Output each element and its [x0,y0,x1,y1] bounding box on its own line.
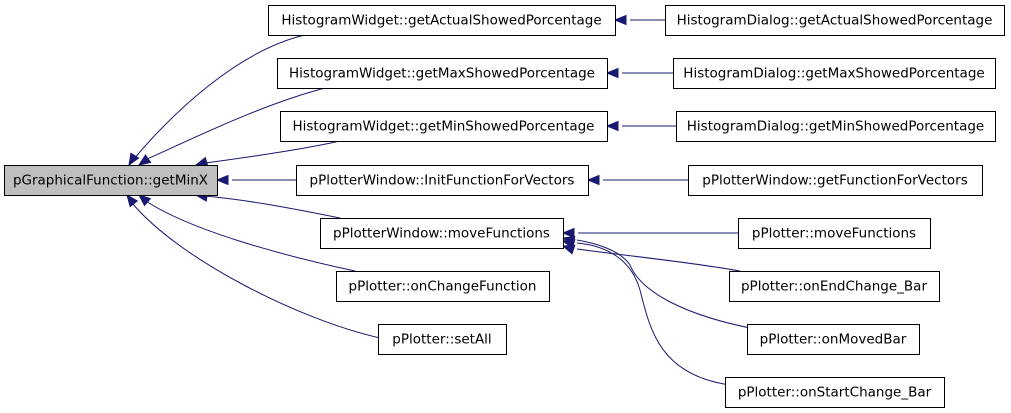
graph-node[interactable]: HistogramDialog::getMinShowedPorcentage [676,111,996,142]
edge-pp_endbar-to-pw_move [561,244,741,272]
arrowhead [137,154,152,166]
node-box [676,111,996,142]
edge-hd_min-to-hw_min [605,120,676,132]
node-label: HistogramDialog::getMaxShowedPorcentage [683,66,984,82]
node-label: pPlotter::setAll [392,332,491,348]
node-box [296,165,589,196]
arrowhead [586,174,600,186]
arrowhead [613,14,627,26]
edge-line [144,87,326,161]
node-box [665,5,1005,36]
node-label: pPlotterWindow::getFunctionForVectors [702,173,968,189]
graph-node[interactable]: HistogramWidget::getMaxShowedPorcentage [277,58,608,89]
edge-hw_actual-to-root [128,34,306,167]
node-label: HistogramDialog::getActualShowedPorcenta… [677,13,993,29]
graph-node[interactable]: pPlotterWindow::moveFunctions [320,218,564,249]
node-box [729,271,940,302]
arrowhead [137,194,152,207]
graph-node[interactable]: HistogramWidget::getActualShowedPorcenta… [268,5,616,36]
graph-node[interactable]: pPlotterWindow::getFunctionForVectors [688,165,983,196]
edge-hw_max-to-root [137,87,326,166]
node-label: pPlotter::onStartChange_Bar [738,385,932,401]
arrowhead [126,193,139,208]
arrowhead [128,152,140,167]
node-box [268,5,616,36]
graph-node[interactable]: pPlotterWindow::InitFunctionForVectors [296,165,589,196]
node-label: HistogramWidget::getActualShowedPorcenta… [281,13,601,29]
arrowhead [561,227,575,239]
edge-line [204,140,341,164]
edge-line [145,200,356,272]
arrowhead [605,120,619,132]
graph-node[interactable]: pPlotter::setAll [378,324,507,355]
edge-line [132,34,306,161]
node-label: HistogramDialog::getMinShowedPorcentage [687,119,984,135]
edge-hd_max-to-hw_max [605,67,673,79]
edge-pp_change-to-root [137,194,356,272]
node-box [378,324,507,355]
edge-line [576,248,741,272]
edge-hd_actual-to-hw_actual [613,14,665,26]
node-box [336,271,550,302]
edge-line [576,242,731,386]
node-box [4,165,218,196]
edge-pp_move-to-pw_move [561,227,738,239]
node-label: pPlotter::onMovedBar [760,332,907,348]
node-label: pPlotterWindow::InitFunctionForVectors [310,173,575,189]
node-box [725,377,945,408]
node-box [688,165,983,196]
node-label: pPlotterWindow::moveFunctions [333,226,550,242]
node-label: pGraphicalFunction::getMinX [13,173,208,189]
graph-node[interactable]: HistogramDialog::getActualShowedPorcenta… [665,5,1005,36]
node-box [747,324,920,355]
root-node[interactable]: pGraphicalFunction::getMinX [4,165,218,196]
graph-node[interactable]: pPlotter::moveFunctions [738,218,931,249]
arrowhead [215,174,229,186]
node-box [320,218,564,249]
node-box [277,58,608,89]
node-box [738,218,931,249]
edge-hw_min-to-root [194,140,341,167]
edge-pw_getfunc-to-pw_init [586,174,688,186]
edge-line [204,195,341,219]
graph-node[interactable]: pPlotter::onEndChange_Bar [729,271,940,302]
edge-line [131,202,381,339]
nodes-layer: pGraphicalFunction::getMinX HistogramWidg… [4,5,1005,408]
graph-node[interactable]: pPlotter::onStartChange_Bar [725,377,945,408]
node-box [280,111,608,142]
edge-line [576,239,761,331]
node-label: pPlotter::onChangeFunction [349,279,537,295]
edge-pp_startbar-to-pw_move [561,238,731,386]
graph-node[interactable]: HistogramDialog::getMaxShowedPorcentage [673,58,996,89]
node-label: pPlotter::moveFunctions [752,226,916,242]
node-label: pPlotter::onEndChange_Bar [741,279,927,295]
edge-pw_init-to-root [215,174,296,186]
edge-pp_setall-to-root [126,193,381,339]
node-box [673,58,996,89]
node-label: HistogramWidget::getMaxShowedPorcentage [289,66,595,82]
graph-node[interactable]: HistogramWidget::getMinShowedPorcentage [280,111,608,142]
arrowhead [605,67,619,79]
graph-node[interactable]: pPlotter::onMovedBar [747,324,920,355]
arrowhead [561,238,576,250]
node-label: HistogramWidget::getMinShowedPorcentage [293,119,595,135]
graph-node[interactable]: pPlotter::onChangeFunction [336,271,550,302]
